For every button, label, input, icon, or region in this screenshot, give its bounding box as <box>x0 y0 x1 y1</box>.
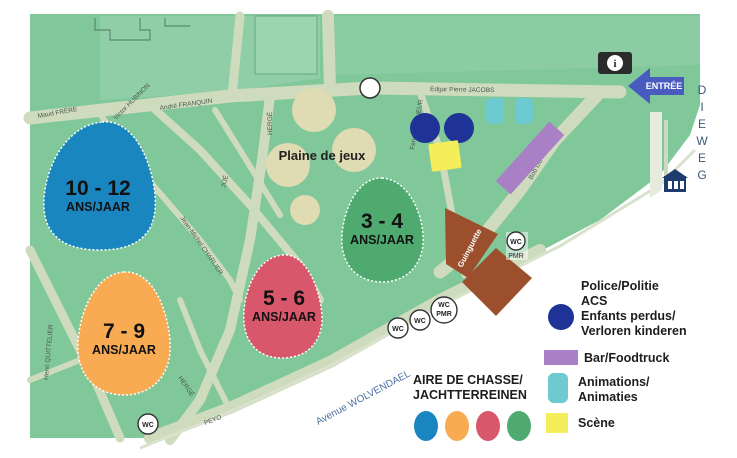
pmr-label: PMR <box>436 311 452 318</box>
zone-age-label: 3 - 4 <box>361 210 403 233</box>
legend-bar-swatch <box>544 350 578 365</box>
road-label-herge: HERGÉ <box>265 111 274 135</box>
legend-animations-swatch <box>548 373 568 403</box>
playground-label: Plaine de jeux <box>279 148 366 163</box>
path <box>212 107 283 218</box>
zone-age-label: 10 - 12 <box>65 177 130 200</box>
animations-marker <box>486 98 504 124</box>
legend-zone-swatch <box>445 411 469 441</box>
street-letter: E <box>698 151 706 165</box>
legend-police-line: ACS <box>581 294 607 308</box>
police-marker <box>444 113 474 143</box>
wc-label: WC <box>414 318 426 325</box>
zone-sub-label: ANS/JAAR <box>350 233 414 247</box>
zone-3-4: 3 - 4 ANS/JAAR <box>341 177 424 283</box>
wc-pmr-marker: WC PMR <box>506 231 528 260</box>
zone-10-12: 10 - 12 ANS/JAAR <box>43 121 157 251</box>
police-marker <box>410 113 440 143</box>
entrance-label: ENTRÉE <box>646 81 683 91</box>
entrance-arrow-icon: ENTRÉE <box>628 68 684 104</box>
zone-sub-label: ANS/JAAR <box>252 310 316 324</box>
street-letter: I <box>700 100 703 114</box>
path <box>165 91 275 445</box>
zone-5-6: 5 - 6 ANS/JAAR <box>243 254 323 359</box>
info-icon: i <box>598 52 632 74</box>
info-symbol: i <box>613 58 616 70</box>
playground-circle <box>292 88 336 132</box>
zone-age-label: 7 - 9 <box>103 320 145 343</box>
street-letter: D <box>698 83 707 97</box>
path <box>23 81 627 125</box>
legend-scene-label: Scène <box>578 416 615 430</box>
road-label-jacobs: Edgar Pierre JACOBS <box>430 86 495 94</box>
road-label-henri: Henri QUITTELIER <box>43 324 55 380</box>
street-letter: G <box>697 168 706 182</box>
wc-marker: WC <box>137 413 159 435</box>
legend-zone-swatch <box>507 411 531 441</box>
street-letter: E <box>698 117 706 131</box>
street-strip <box>650 112 662 198</box>
legend-hunt-line: JACHTTERREINEN <box>413 388 527 402</box>
legend-scene-swatch <box>546 413 568 433</box>
legend-bar-label: Bar/Foodtruck <box>584 351 669 365</box>
legend-hunt-line: AIRE DE CHASSE/ <box>413 373 523 387</box>
zone-7-9: 7 - 9 ANS/JAAR <box>77 271 171 396</box>
house-icon <box>662 169 688 192</box>
wc-label: WC <box>392 326 404 333</box>
path <box>177 297 233 413</box>
landmark-circle <box>359 77 381 99</box>
wc-label: WC <box>142 422 154 429</box>
street-strip <box>664 120 668 190</box>
street-letter: W <box>696 134 708 148</box>
path <box>322 10 336 96</box>
field-area <box>335 16 700 75</box>
scene-marker <box>428 140 462 172</box>
guinguette: Guinguette <box>445 208 532 316</box>
wc-marker: WC <box>409 309 431 331</box>
pmr-label: PMR <box>508 253 524 260</box>
playground-circle <box>332 128 376 172</box>
animations-marker <box>515 98 533 124</box>
legend-zone-swatch <box>476 411 500 441</box>
legend: Police/Politie ACS Enfants perdus/ Verlo… <box>413 279 687 441</box>
wc-label: WC <box>438 302 450 309</box>
wc-label: WC <box>510 239 522 246</box>
field-area <box>254 15 318 75</box>
building-outline <box>164 18 190 27</box>
path <box>227 11 245 101</box>
road-label-avenue: Avenue WOLVENDAEL <box>314 368 412 427</box>
wc-pmr-marker: WC PMR <box>430 296 458 324</box>
legend-animations-line: Animations/ <box>578 375 650 389</box>
legend-police-swatch <box>548 304 574 330</box>
zone-sub-label: ANS/JAAR <box>66 200 130 214</box>
legend-police-line: Verloren kinderen <box>581 324 687 338</box>
legend-zone-swatch <box>414 411 438 441</box>
playground: Plaine de jeux <box>266 88 376 225</box>
street-name-dieweg: D I E W E G <box>696 83 708 182</box>
wc-marker: WC <box>387 317 409 339</box>
playground-circle <box>266 143 310 187</box>
building-outline <box>94 18 151 41</box>
zone-sub-label: ANS/JAAR <box>92 343 156 357</box>
zone-age-label: 5 - 6 <box>263 287 305 310</box>
legend-police-line: Enfants perdus/ <box>581 309 676 323</box>
legend-police-line: Police/Politie <box>581 279 659 293</box>
playground-circle <box>290 195 320 225</box>
bar-marker <box>495 121 565 195</box>
legend-animations-line: Animaties <box>578 390 638 404</box>
